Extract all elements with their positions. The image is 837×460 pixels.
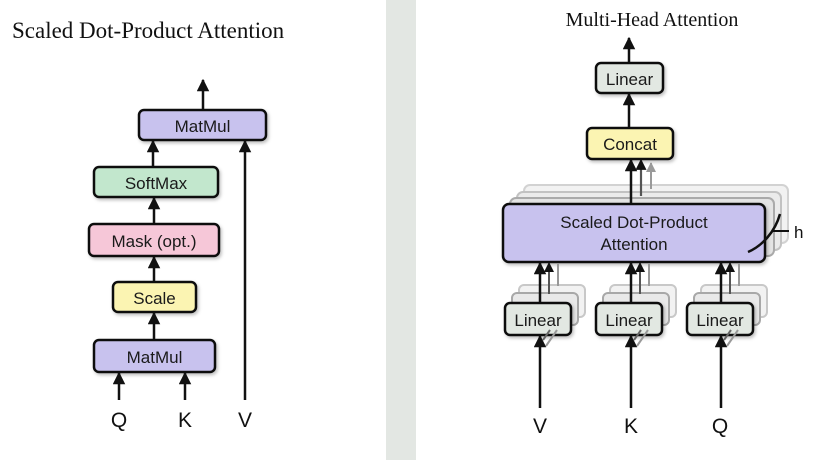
linear-output-label: Linear — [606, 70, 654, 89]
input-k-label: K — [178, 409, 192, 432]
mha-input-k-label: K — [624, 415, 638, 438]
q-fan-1 — [723, 329, 732, 341]
q-fan-2 — [726, 329, 739, 347]
linear-k-label: Linear — [605, 311, 653, 330]
linear-to-attention-arrows — [533, 261, 740, 303]
heads-brace — [747, 213, 782, 254]
matmul-bottom-label: MatMul — [127, 348, 183, 367]
scaled-dot-product-panel: Scaled Dot-Product Attention MatMul Soft… — [12, 18, 285, 432]
linear-q-label: Linear — [696, 311, 744, 330]
attention-label-line2: Attention — [600, 235, 667, 254]
v-fan-1 — [542, 329, 551, 341]
softmax-label: SoftMax — [125, 174, 188, 193]
linear-v-label: Linear — [514, 311, 562, 330]
v-fan-2 — [545, 329, 558, 347]
left-panel-title: Scaled Dot-Product Attention — [12, 18, 285, 43]
matmul-top-block — [137, 108, 268, 142]
k-fan-1 — [633, 329, 642, 341]
matmul-bottom-block — [92, 338, 217, 374]
right-panel-title: Multi-Head Attention — [566, 9, 739, 31]
multi-head-attention-panel: Multi-Head Attention Linear Concat Scale… — [501, 9, 803, 438]
scale-label: Scale — [133, 289, 176, 308]
k-fan-2 — [636, 329, 649, 347]
concat-label: Concat — [603, 135, 657, 154]
mask-label: Mask (opt.) — [111, 232, 196, 251]
mha-input-v-label: V — [533, 415, 547, 438]
mha-input-q-label: Q — [712, 415, 728, 438]
input-v-label: V — [238, 409, 252, 432]
matmul-top-label: MatMul — [175, 117, 231, 136]
panel-divider — [386, 0, 416, 460]
mha-input-arrows — [533, 329, 739, 408]
input-q-label: Q — [111, 409, 127, 432]
heads-label: h — [794, 223, 803, 242]
attention-label-line1: Scaled Dot-Product — [560, 213, 708, 232]
